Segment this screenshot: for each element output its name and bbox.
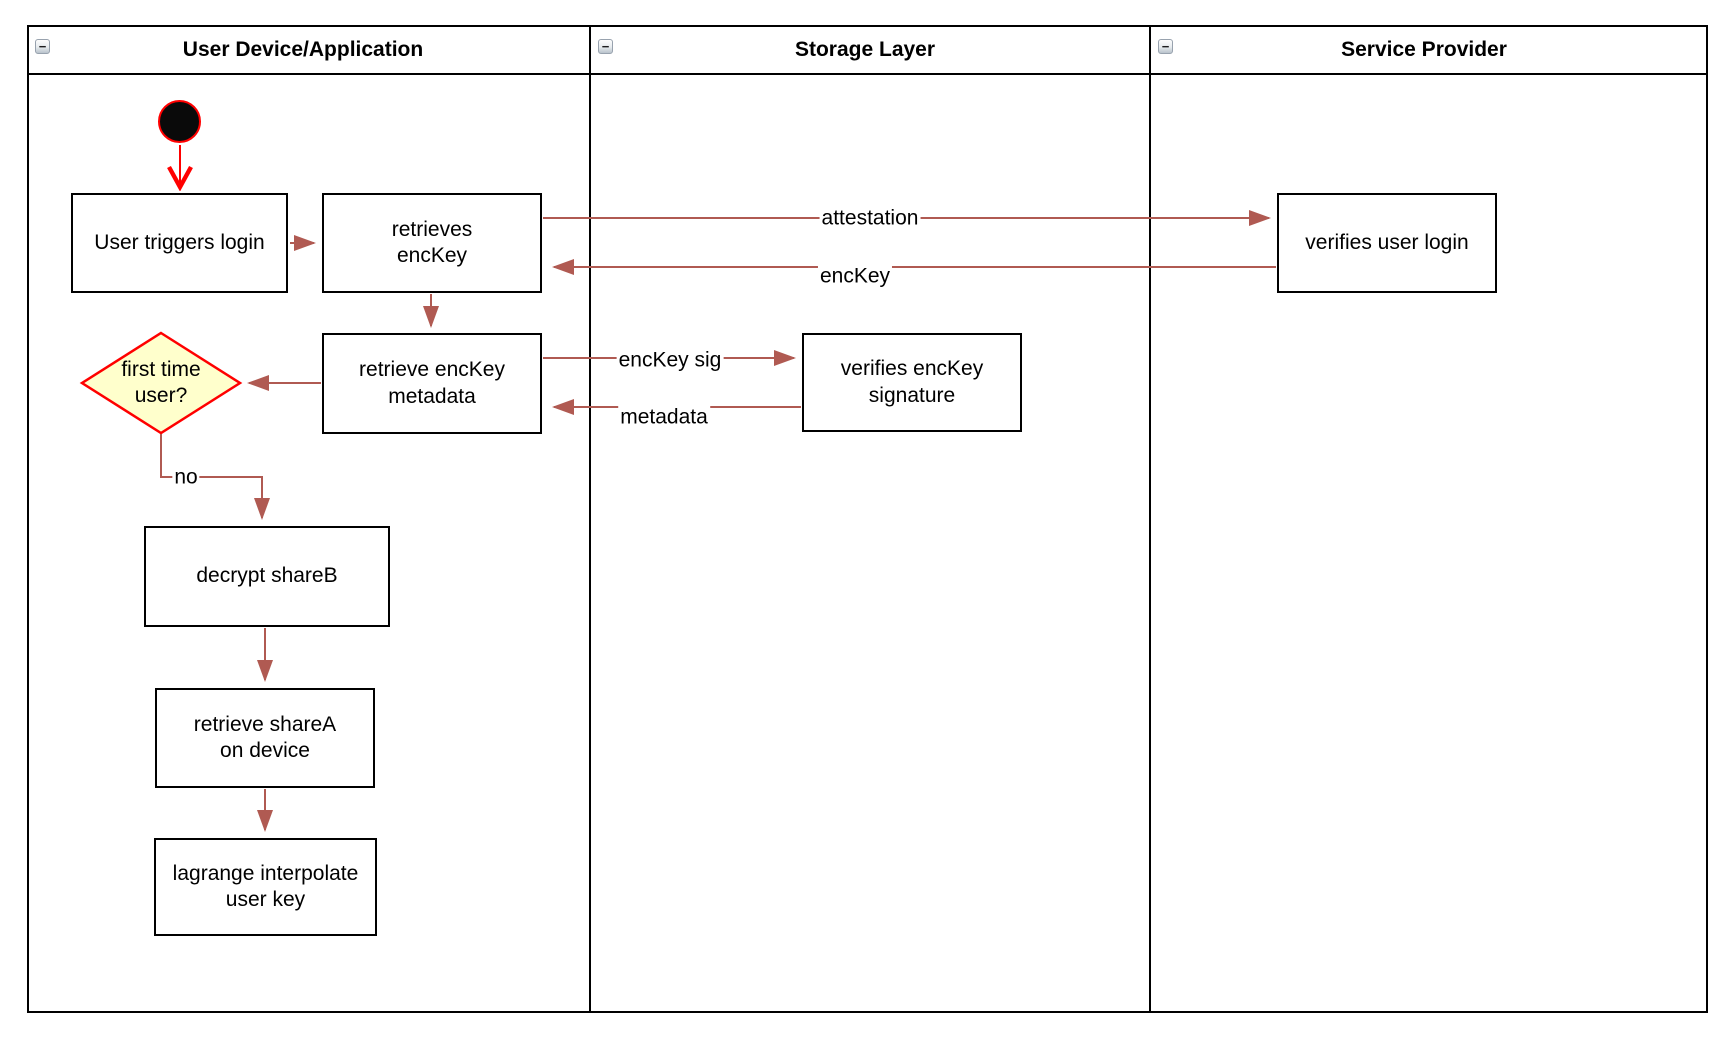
- edge-label-no: no: [172, 465, 200, 489]
- edge-label-metadata: metadata: [618, 405, 710, 429]
- lane-divider: [1149, 27, 1151, 1011]
- node-lagrange-interpolate[interactable]: lagrange interpolate user key: [154, 838, 377, 936]
- collapse-icon[interactable]: −: [35, 39, 50, 54]
- node-verifies-user-login[interactable]: verifies user login: [1277, 193, 1497, 293]
- node-retrieves-enckey[interactable]: retrieves encKey: [322, 193, 542, 293]
- lane-title-storage-layer: Storage Layer: [794, 38, 936, 61]
- start-node[interactable]: [158, 100, 201, 143]
- lane-title-service-provider: Service Provider: [1341, 38, 1507, 61]
- node-decrypt-shareb[interactable]: decrypt shareB: [144, 526, 390, 627]
- edge-label-enckey-sig: encKey sig: [616, 348, 724, 372]
- lane-header-divider: [29, 73, 1706, 75]
- edge-label-enckey: encKey: [817, 264, 893, 288]
- collapse-icon[interactable]: −: [598, 39, 613, 54]
- node-retrieve-sharea[interactable]: retrieve shareA on device: [155, 688, 375, 788]
- lane-divider: [589, 27, 591, 1011]
- decision-first-time-user-label: first time user?: [121, 357, 201, 407]
- collapse-icon[interactable]: −: [1158, 39, 1173, 54]
- node-verifies-enckey-signature[interactable]: verifies encKey signature: [802, 333, 1022, 432]
- edge-label-attestation: attestation: [819, 206, 921, 230]
- node-user-triggers-login[interactable]: User triggers login: [71, 193, 288, 293]
- lane-title-user-device: User Device/Application: [182, 38, 424, 61]
- node-retrieve-enckey-metadata[interactable]: retrieve encKey metadata: [322, 333, 542, 434]
